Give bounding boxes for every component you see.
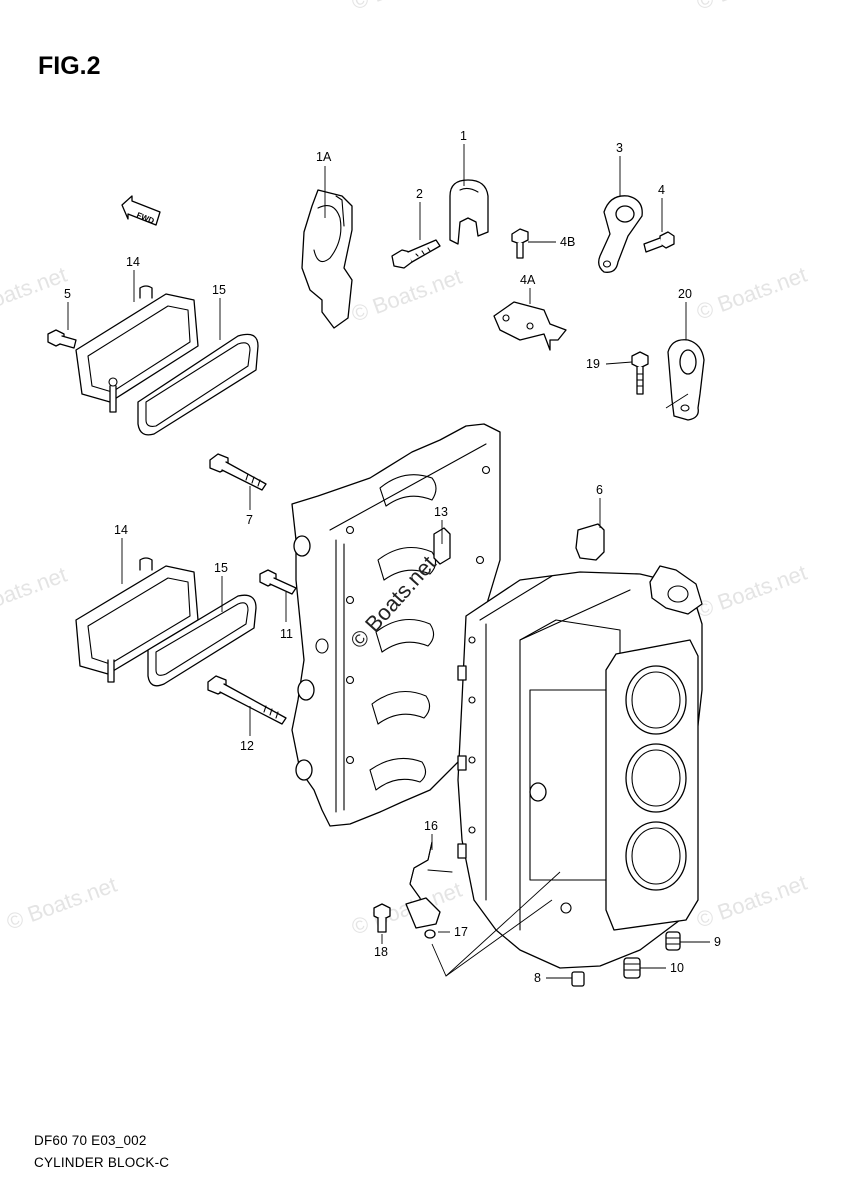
figure-title: FIG.2 — [38, 52, 101, 80]
watermark: © Boats.net — [348, 0, 465, 15]
part-label-4b: 4B — [560, 235, 575, 249]
part-label-12: 12 — [240, 739, 254, 753]
part-label-8: 8 — [534, 971, 541, 985]
part-label-1a: 1A — [316, 150, 332, 164]
part-10-plug — [623, 957, 641, 979]
part-label-3: 3 — [616, 141, 623, 155]
part-15-gasket-lower — [147, 594, 257, 687]
watermark: © Boats.net — [693, 870, 810, 933]
part-label-18: 18 — [374, 945, 388, 959]
part-label-11: 11 — [280, 627, 293, 641]
part-4b-bolt — [511, 228, 529, 259]
part-label-6: 6 — [596, 483, 603, 497]
part-4-bolt — [643, 231, 675, 253]
part-label-17: 17 — [454, 925, 468, 939]
part-12-bolt — [207, 675, 287, 725]
part-label-2: 2 — [416, 187, 423, 201]
part-7-bolt — [209, 453, 267, 491]
part-label-14-lower: 14 — [114, 523, 128, 537]
part-1-clip — [449, 179, 489, 245]
watermark: © Boats.net — [693, 560, 810, 623]
crankcase-half — [291, 423, 501, 827]
diagram-name: CYLINDER BLOCK-C — [34, 1155, 170, 1170]
part-19-bolt — [631, 351, 649, 395]
part-11-bolt — [259, 569, 297, 595]
watermark: © Boats.net — [348, 877, 465, 940]
watermark: © Boats.net — [348, 264, 465, 327]
part-label-4: 4 — [658, 183, 665, 197]
part-16-pipe — [405, 841, 453, 929]
watermark: © Boats.net — [693, 262, 810, 325]
part-9-plug — [665, 931, 681, 951]
part-label-15-lower: 15 — [214, 561, 228, 575]
leader-lines — [67, 144, 710, 979]
part-17-oring — [424, 929, 436, 939]
part-label-9: 9 — [714, 935, 721, 949]
part-2-bolt — [391, 239, 441, 269]
part-label-5: 5 — [64, 287, 71, 301]
part-label-16: 16 — [424, 819, 438, 833]
part-label-10: 10 — [670, 961, 684, 975]
cylinder-block — [457, 523, 703, 969]
part-label-1: 1 — [460, 129, 467, 143]
part-label-4a: 4A — [520, 273, 536, 287]
watermark: © Boats.net — [693, 0, 810, 15]
part-1a-bracket — [301, 189, 353, 329]
part-labels: 1A 1 2 3 4 4B 4A 20 19 5 14 15 7 13 6 14… — [64, 129, 721, 985]
part-18-bolt — [373, 903, 391, 933]
part-14-cover-lower — [75, 557, 199, 683]
part-5-bolt — [47, 329, 77, 349]
part-label-7: 7 — [246, 513, 253, 527]
part-15-gasket-upper — [137, 333, 259, 436]
part-14-cover-upper — [75, 285, 199, 413]
fwd-arrow-icon: FWD — [121, 195, 161, 226]
part-4a-plate — [493, 301, 567, 351]
watermark: © Boats.net — [3, 872, 120, 935]
part-label-13: 13 — [434, 505, 448, 519]
watermark: © Boats.net — [0, 262, 70, 325]
part-20-lug — [665, 339, 705, 421]
part-label-20: 20 — [678, 287, 692, 301]
watermark: © Boats.net — [0, 562, 70, 625]
part-8-plug — [571, 971, 585, 987]
diagram-code: DF60 70 E03_002 — [34, 1133, 147, 1148]
part-label-15-upper: 15 — [212, 283, 226, 297]
part-label-14-upper: 14 — [126, 255, 140, 269]
part-3-lug — [598, 195, 643, 273]
part-label-19: 19 — [586, 357, 600, 371]
